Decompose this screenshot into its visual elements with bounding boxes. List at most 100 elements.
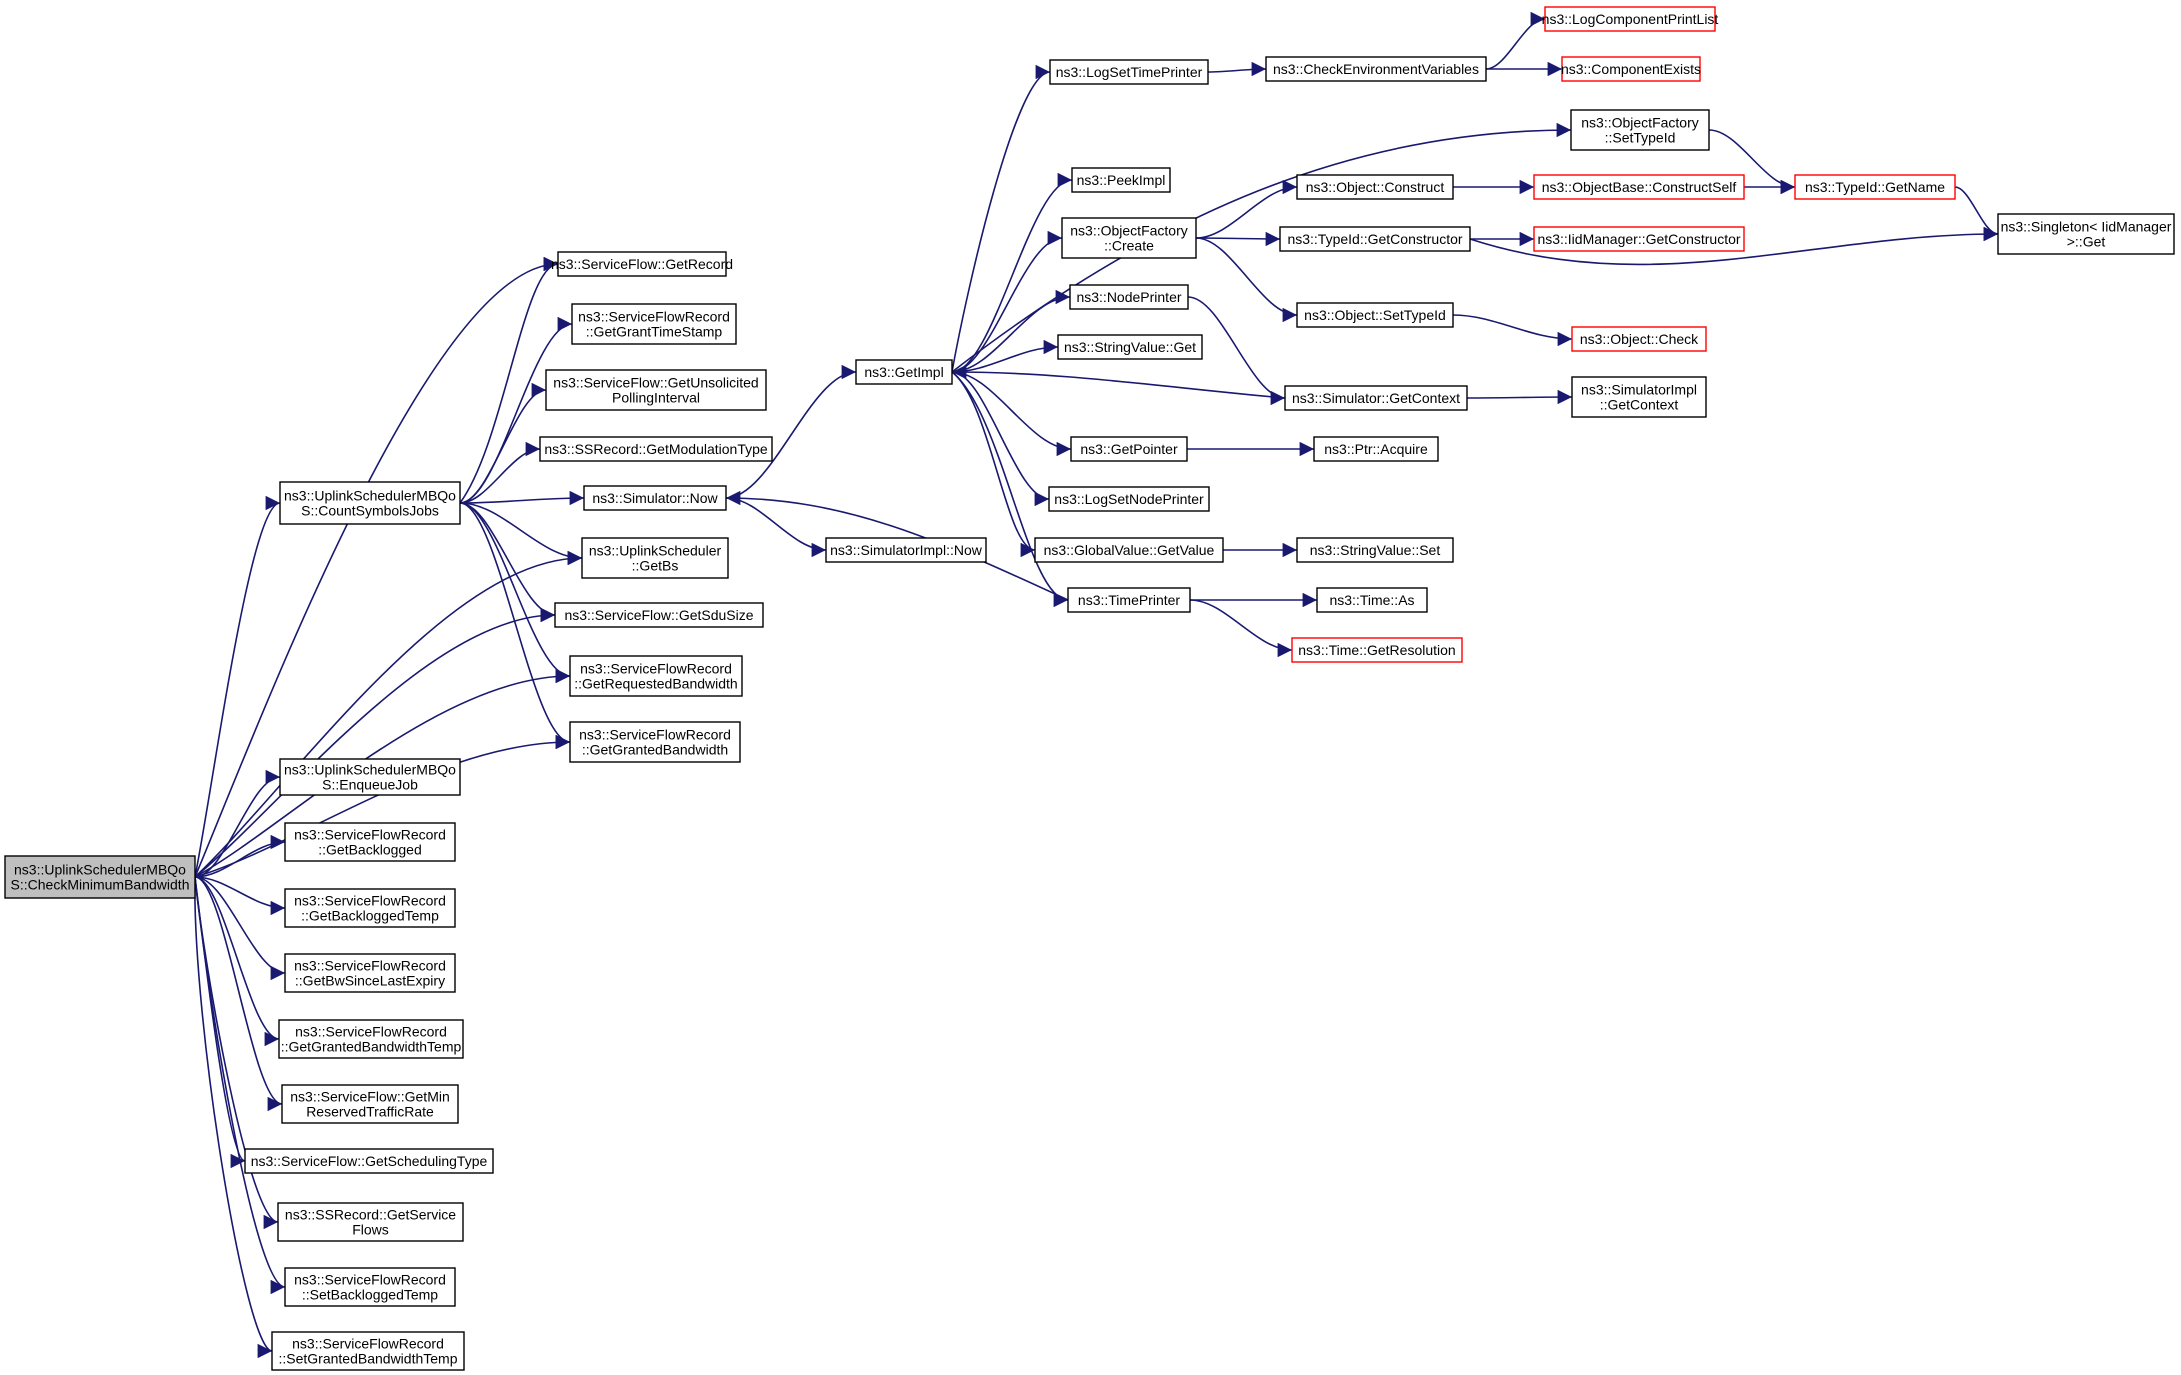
node-label: ns3::ObjectBase::ConstructSelf: [1542, 179, 1737, 195]
node-label: ::GetGrantedBandwidthTemp: [281, 1039, 462, 1055]
node-box: [1279, 226, 1471, 252]
node-getrecord[interactable]: ns3::ServiceFlow::GetRecord: [551, 251, 733, 277]
node-simimplnow[interactable]: ns3::SimulatorImpl::Now: [825, 537, 987, 563]
node-box: [1061, 217, 1197, 259]
edge-csj-to-getunsol: [459, 382, 547, 504]
node-box: [1069, 284, 1189, 310]
node-timeas[interactable]: ns3::Time::As: [1316, 587, 1428, 613]
node-box: [1034, 537, 1224, 563]
node-label: ns3::Simulator::Now: [592, 490, 718, 506]
node-getbackloggedtemp[interactable]: ns3::ServiceFlowRecord::GetBackloggedTem…: [284, 888, 456, 928]
node-getbacklogged[interactable]: ns3::ServiceFlowRecord::GetBacklogged: [284, 822, 456, 862]
edge-csj-to-getmodtype: [459, 441, 541, 504]
node-simgetctx[interactable]: ns3::Simulator::GetContext: [1284, 385, 1468, 411]
node-getunsol[interactable]: ns3::ServiceFlow::GetUnsolicitedPollingI…: [545, 369, 767, 411]
node-objsettid[interactable]: ns3::Object::SetTypeId: [1296, 302, 1454, 328]
node-box: [581, 537, 729, 579]
node-label: ns3::LogComponentPrintList: [1542, 11, 1719, 27]
node-simimplctx[interactable]: ns3::SimulatorImpl::GetContext: [1571, 376, 1707, 418]
node-getimpl[interactable]: ns3::GetImpl: [855, 359, 953, 385]
node-box: [1561, 56, 1701, 82]
node-timegetres[interactable]: ns3::Time::GetResolution: [1291, 637, 1463, 663]
node-objbaseconstruct[interactable]: ns3::ObjectBase::ConstructSelf: [1533, 174, 1745, 200]
node-box: [244, 1148, 494, 1174]
node-logsettime[interactable]: ns3::LogSetTimePrinter: [1049, 59, 1209, 85]
node-box: [539, 436, 773, 462]
node-simnow[interactable]: ns3::Simulator::Now: [583, 485, 727, 511]
node-box: [1048, 486, 1210, 512]
node-getreqbw[interactable]: ns3::ServiceFlowRecord::GetRequestedBand…: [569, 655, 743, 697]
node-getgrantedbw[interactable]: ns3::ServiceFlowRecord::GetGrantedBandwi…: [569, 721, 741, 763]
node-strvalget[interactable]: ns3::StringValue::Get: [1057, 334, 1203, 360]
node-nodeprinter[interactable]: ns3::NodePrinter: [1069, 284, 1189, 310]
node-getsdusize[interactable]: ns3::ServiceFlow::GetSduSize: [554, 602, 764, 628]
node-box: [1296, 302, 1454, 328]
node-getpointer[interactable]: ns3::GetPointer: [1070, 436, 1188, 462]
node-label: ns3::ServiceFlowRecord: [294, 827, 446, 843]
node-label: ns3::NodePrinter: [1076, 289, 1181, 305]
node-label: ns3::CheckEnvironmentVariables: [1273, 61, 1479, 77]
node-label: ns3::ServiceFlowRecord: [295, 1024, 447, 1040]
node-globalget[interactable]: ns3::GlobalValue::GetValue: [1034, 537, 1224, 563]
node-checkenv[interactable]: ns3::CheckEnvironmentVariables: [1265, 56, 1487, 82]
node-box: [1571, 376, 1707, 418]
edge-root-to-getreqbw: [194, 668, 571, 878]
node-label: ::GetRequestedBandwidth: [574, 676, 737, 692]
node-label: ::SetBackloggedTemp: [302, 1287, 438, 1303]
node-box: [284, 888, 456, 928]
node-objconstruct[interactable]: ns3::Object::Construct: [1296, 174, 1454, 200]
node-peekimpl[interactable]: ns3::PeekImpl: [1071, 167, 1171, 193]
node-label: S::CountSymbolsJobs: [301, 503, 439, 519]
node-objcheck[interactable]: ns3::Object::Check: [1571, 326, 1707, 352]
node-label: ::GetBacklogged: [318, 842, 422, 858]
node-logsetnode[interactable]: ns3::LogSetNodePrinter: [1048, 486, 1210, 512]
node-setbackloggedtemp[interactable]: ns3::ServiceFlowRecord::SetBackloggedTem…: [284, 1267, 456, 1307]
node-box: [571, 303, 737, 345]
node-iidgetctor[interactable]: ns3::IidManager::GetConstructor: [1533, 226, 1745, 252]
node-timeprinter[interactable]: ns3::TimePrinter: [1067, 587, 1191, 613]
node-getbs[interactable]: ns3::UplinkScheduler::GetBs: [581, 537, 729, 579]
edge-checkenv-to-logcompprint: [1485, 11, 1546, 70]
node-objfcreate[interactable]: ns3::ObjectFactory::Create: [1061, 217, 1197, 259]
node-logcompprint[interactable]: ns3::LogComponentPrintList: [1542, 6, 1719, 32]
node-label: ns3::ServiceFlowRecord: [578, 309, 730, 325]
node-objfsettid[interactable]: ns3::ObjectFactory::SetTypeId: [1570, 109, 1710, 151]
node-getmodtype[interactable]: ns3::SSRecord::GetModulationType: [539, 436, 773, 462]
node-box: [279, 758, 461, 796]
node-getminres[interactable]: ns3::ServiceFlow::GetMinReservedTrafficR…: [281, 1084, 459, 1124]
node-root[interactable]: ns3::UplinkSchedulerMBQoS::CheckMinimumB…: [4, 855, 196, 899]
node-tidgetname[interactable]: ns3::TypeId::GetName: [1794, 174, 1956, 200]
edge-getimpl-to-globalget: [951, 371, 1036, 558]
node-singleton[interactable]: ns3::Singleton< IidManager>::Get: [1997, 213, 2175, 255]
node-label: ns3::ServiceFlow::GetSduSize: [564, 607, 753, 623]
node-getschedtype[interactable]: ns3::ServiceFlow::GetSchedulingType: [244, 1148, 494, 1174]
node-ptracquire[interactable]: ns3::Ptr::Acquire: [1313, 436, 1439, 462]
node-label: ns3::PeekImpl: [1077, 172, 1166, 188]
node-strvalset[interactable]: ns3::StringValue::Set: [1296, 537, 1454, 563]
node-box: [1071, 167, 1171, 193]
node-csj[interactable]: ns3::UplinkSchedulerMBQoS::CountSymbolsJ…: [279, 481, 461, 525]
node-box: [1544, 6, 1716, 32]
node-label: ns3::IidManager::GetConstructor: [1537, 231, 1740, 247]
edge-objfcreate-to-objsettid: [1195, 237, 1298, 323]
edge-layer: [194, 11, 1999, 1359]
node-label: ns3::GetImpl: [864, 364, 943, 380]
node-label: ns3::SimulatorImpl::Now: [830, 542, 983, 558]
node-getgrantedbwtemp[interactable]: ns3::ServiceFlowRecord::GetGrantedBandwi…: [278, 1019, 464, 1059]
node-box: [569, 655, 743, 697]
node-getbwsince[interactable]: ns3::ServiceFlowRecord::GetBwSinceLastEx…: [284, 953, 456, 993]
node-label: ns3::UplinkSchedulerMBQo: [14, 862, 186, 878]
node-tidgetctor[interactable]: ns3::TypeId::GetConstructor: [1279, 226, 1471, 252]
edge-tidgetctor-to-singleton: [1469, 226, 1999, 266]
node-box: [279, 481, 461, 525]
node-compexists[interactable]: ns3::ComponentExists: [1561, 56, 1701, 82]
node-setgrantedbwtemp[interactable]: ns3::ServiceFlowRecord::SetGrantedBandwi…: [271, 1331, 465, 1371]
node-label: ns3::Time::GetResolution: [1298, 642, 1455, 658]
node-label: ns3::SSRecord::GetModulationType: [544, 441, 768, 457]
node-box: [1533, 226, 1745, 252]
node-box: [284, 953, 456, 993]
node-getgranttime[interactable]: ns3::ServiceFlowRecord::GetGrantTimeStam…: [571, 303, 737, 345]
node-label: ReservedTrafficRate: [306, 1104, 434, 1120]
